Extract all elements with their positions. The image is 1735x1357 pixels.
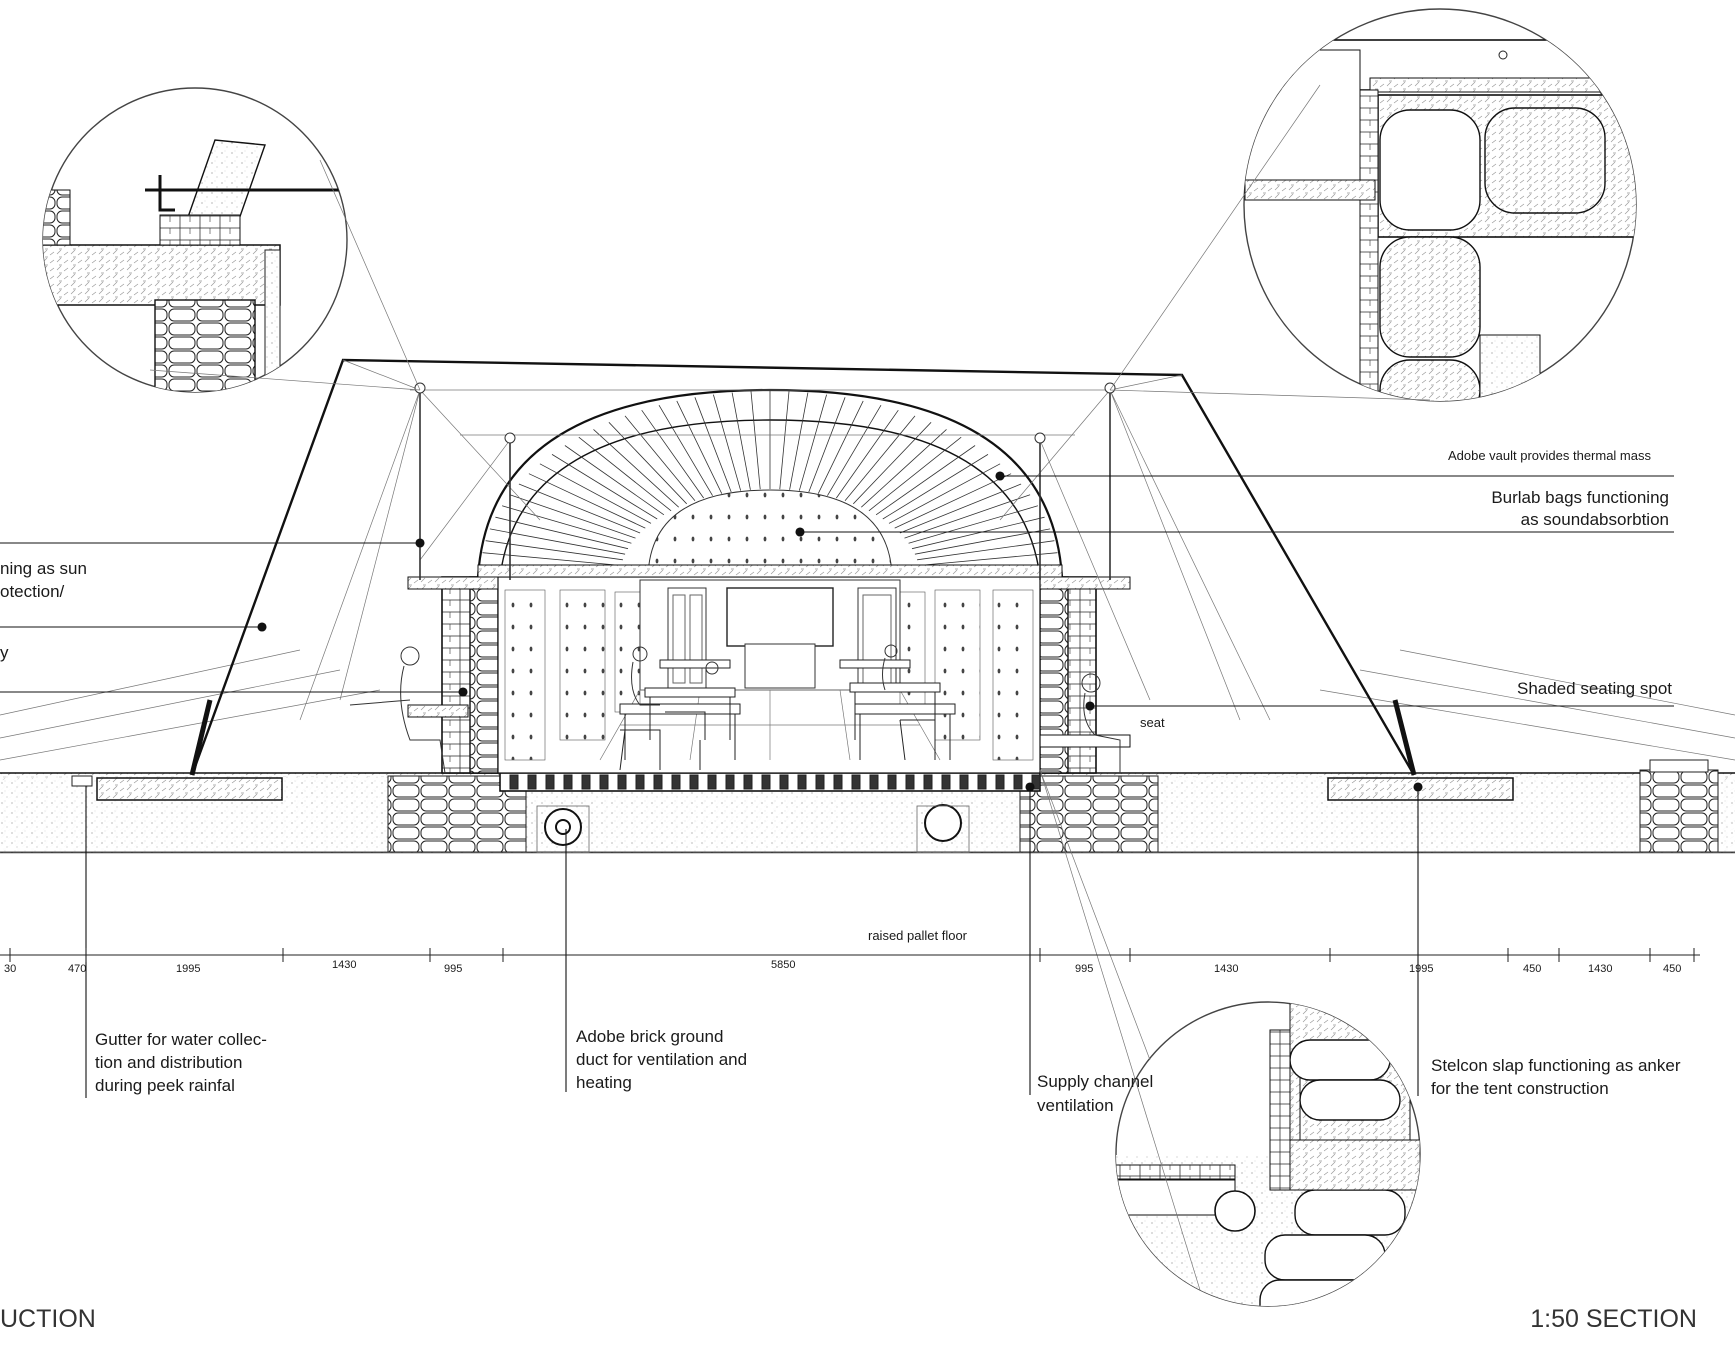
label-gutter-2: tion and distribution bbox=[95, 1053, 242, 1072]
dim-label: 5850 bbox=[771, 959, 795, 971]
vault-rib bbox=[641, 409, 705, 499]
detail-circle-top-left bbox=[42, 87, 348, 393]
vault-rib bbox=[917, 540, 1055, 561]
label-supply-2: ventilation bbox=[1037, 1096, 1114, 1115]
label-seat: seat bbox=[1140, 715, 1165, 730]
ground-duct-left bbox=[536, 805, 590, 853]
dim-label: 1430 bbox=[1214, 963, 1238, 975]
label-supply-1: Supply channel bbox=[1037, 1072, 1153, 1091]
label-sun-1: ning as sun bbox=[0, 559, 87, 578]
label-duct-2: duct for ventilation and bbox=[576, 1050, 747, 1069]
dim-label: 1430 bbox=[1588, 963, 1612, 975]
wall-right bbox=[1039, 576, 1131, 774]
vault-rib bbox=[658, 404, 713, 496]
interior bbox=[497, 576, 1041, 774]
vault-rib bbox=[835, 409, 899, 499]
label-adobe-vault: Adobe vault provides thermal mass bbox=[1448, 448, 1652, 463]
title-left: UCTION bbox=[0, 1305, 96, 1333]
label-gutter-3: during peek rainfal bbox=[95, 1076, 235, 1095]
dim-label: 450 bbox=[1523, 963, 1541, 975]
dim-label: 30 bbox=[4, 963, 16, 975]
vault-rib bbox=[779, 391, 790, 490]
dim-label: 1995 bbox=[1409, 963, 1433, 975]
vault-rib bbox=[750, 391, 761, 490]
vault-rib bbox=[551, 454, 658, 520]
vault-rib bbox=[908, 505, 1039, 544]
vault-rib bbox=[817, 400, 864, 494]
vault-rib bbox=[918, 552, 1058, 566]
vault-rib bbox=[539, 463, 652, 524]
person-right bbox=[1081, 673, 1121, 773]
vault-rib bbox=[808, 397, 846, 493]
label-duct-3: heating bbox=[576, 1073, 632, 1092]
vault-rib bbox=[868, 436, 962, 512]
label-burlap-2: as soundabsorbtion bbox=[1521, 510, 1669, 529]
dim-label: 1430 bbox=[332, 959, 356, 971]
vault-rib bbox=[861, 429, 947, 508]
vault-rib bbox=[495, 516, 629, 550]
vault-rib bbox=[624, 415, 696, 502]
wall-left bbox=[407, 576, 499, 774]
vault-rib bbox=[894, 473, 1012, 529]
vault-rib bbox=[528, 473, 646, 529]
vault-rib bbox=[713, 394, 742, 491]
vault-rib bbox=[789, 392, 809, 490]
person-left bbox=[349, 646, 446, 774]
annotation-text: Adobe vault provides thermal mass Burlab… bbox=[0, 448, 1697, 1333]
label-shaded-seating: Shaded seating spot bbox=[1517, 679, 1672, 698]
dim-label: 1995 bbox=[176, 963, 200, 975]
vault-rib bbox=[875, 445, 976, 516]
vault-rib bbox=[911, 516, 1045, 550]
title-right: 1:50 SECTION bbox=[1530, 1305, 1697, 1333]
label-stelcon-1: Stelcon slap functioning as anker bbox=[1431, 1056, 1681, 1075]
vault-rib bbox=[518, 483, 641, 534]
vault-rib bbox=[731, 392, 751, 490]
label-raised-floor: raised pallet floor bbox=[868, 928, 968, 943]
vault-rib bbox=[489, 528, 626, 555]
vault-rib bbox=[578, 436, 672, 512]
foundation-far-right bbox=[1639, 759, 1719, 853]
vault-rib bbox=[914, 528, 1051, 555]
vault-rib bbox=[888, 463, 1001, 524]
detail-circle-top-right bbox=[1243, 8, 1637, 402]
vault-rib bbox=[694, 397, 732, 493]
vault-rib bbox=[608, 422, 687, 505]
vault-rib bbox=[853, 422, 932, 505]
label-sun-2: otection/ bbox=[0, 582, 65, 601]
vault-rib bbox=[899, 483, 1022, 534]
vault-rib bbox=[676, 400, 723, 494]
ground-duct-right bbox=[916, 804, 970, 853]
vault-rib bbox=[509, 494, 636, 539]
detail-circle-bottom-right bbox=[1115, 1001, 1421, 1307]
anchor-slab-left bbox=[96, 777, 283, 801]
dim-label: 995 bbox=[444, 963, 462, 975]
foundation-right bbox=[1019, 775, 1159, 853]
dim-label: 995 bbox=[1075, 963, 1093, 975]
dimension-line bbox=[0, 948, 1700, 962]
vault-rib bbox=[485, 540, 623, 561]
tent-structure bbox=[189, 358, 1417, 776]
vault-rib bbox=[827, 404, 882, 496]
annotation-leaders bbox=[0, 471, 1674, 1098]
dimension-labels: 30 470 1995 1430 995 5850 995 1430 1995 … bbox=[4, 959, 1681, 975]
dim-label: 450 bbox=[1663, 963, 1681, 975]
adobe-vault bbox=[476, 388, 1064, 578]
dim-label: 470 bbox=[68, 963, 86, 975]
vault-rib bbox=[844, 415, 916, 502]
label-burlap-1: Burlab bags functioning bbox=[1491, 488, 1669, 507]
label-partial-y: y bbox=[0, 643, 9, 662]
label-duct-1: Adobe brick ground bbox=[576, 1027, 723, 1046]
vault-rib bbox=[482, 552, 622, 566]
vault-rib bbox=[564, 445, 665, 516]
vault-rib bbox=[798, 394, 827, 491]
label-stelcon-2: for the tent construction bbox=[1431, 1079, 1609, 1098]
label-gutter-1: Gutter for water collec- bbox=[95, 1030, 267, 1049]
vault-rib bbox=[501, 505, 632, 544]
vault-rib bbox=[882, 454, 989, 520]
projection-screen bbox=[726, 587, 834, 647]
vault-rib bbox=[904, 494, 1031, 539]
vault-rib bbox=[593, 429, 679, 508]
